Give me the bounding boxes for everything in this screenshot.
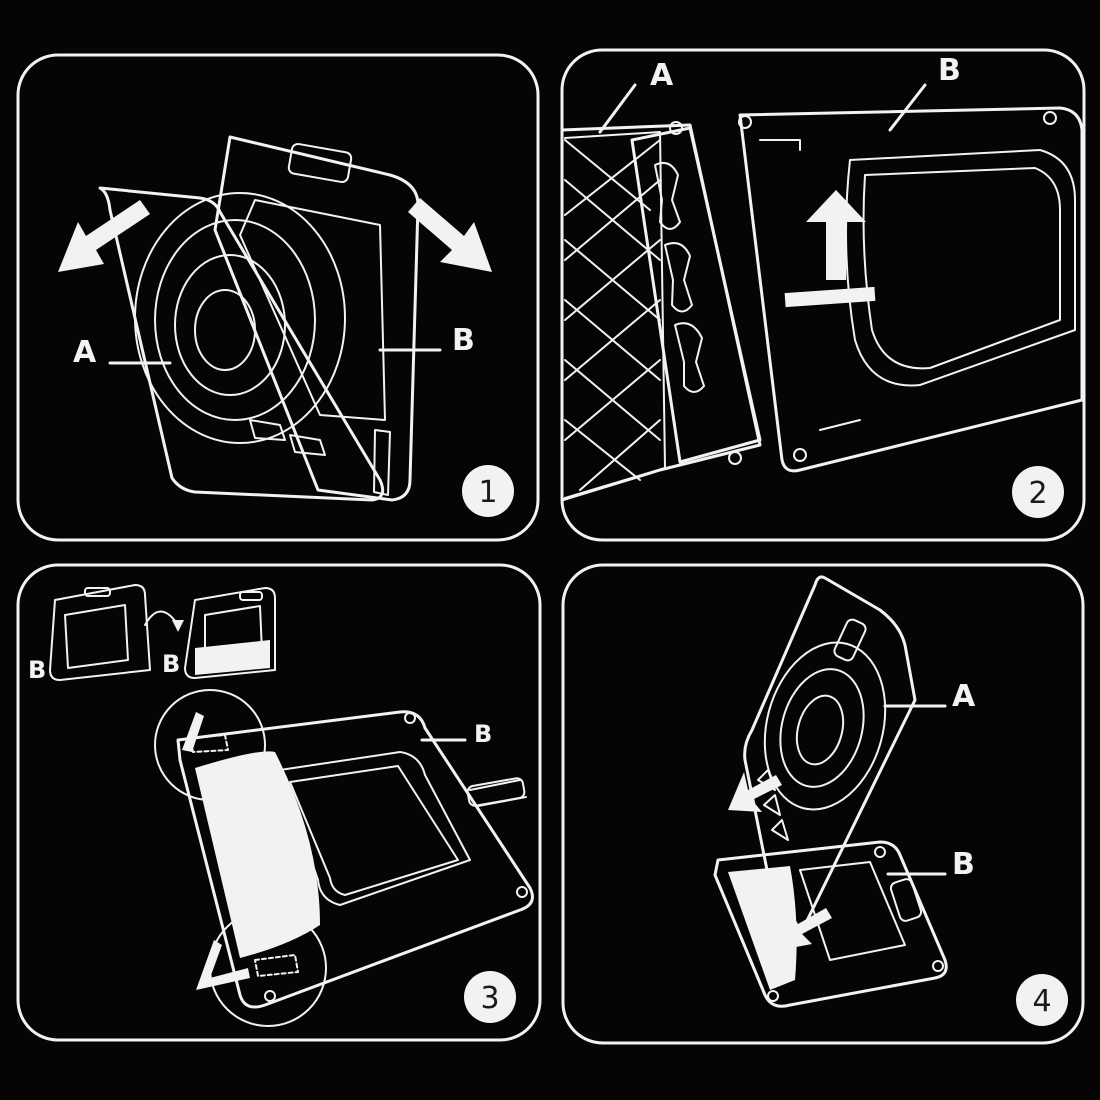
panel-2: A B 2 [560,48,1086,542]
panel-3-clip-bottom [254,954,299,977]
panel-3-small-label-b2: B [162,650,180,678]
panel-4-step-number: 4 [1032,984,1051,1019]
panel-4: A B 4 [561,563,1085,1045]
panel-1-arrow-left [58,200,150,272]
panel-4-step-circle [1016,974,1068,1026]
panel-3-inset-board-2 [184,587,276,679]
panel-2-step-number: 2 [1028,476,1047,511]
panel-1-step-circle [462,465,514,517]
panel-2-label-a: A [650,58,674,93]
panel-3-frame [16,563,542,1042]
panel-3: B B B 3 [16,563,542,1042]
panel-3-label-b: B [474,720,492,748]
panel-1-step-number: 1 [478,475,497,510]
panel-4-arrow-top [728,772,782,812]
panel-1-label-a: A [73,335,97,370]
panel-4-label-b: B [952,847,975,882]
panel-4-label-a: A [952,679,976,714]
panel-3-flip-arrow [144,610,179,626]
panel-4-frame [561,563,1085,1045]
panel-1-board-b [213,135,420,502]
panel-1-label-b: B [452,323,475,358]
panel-2-step-circle [1012,466,1064,518]
panel-3-arrow-top [182,712,204,752]
panel-2-board-b [738,106,1084,473]
panel-3-zoom-circle-top [154,689,266,801]
panel-2-slide-bar [784,286,876,308]
panel-3-main-board [176,710,534,1009]
panel-2-leader-a [598,83,637,134]
panel-2-arrow-up [806,190,866,280]
panel-2-frame [560,48,1086,542]
panel-4-board-a [743,575,917,943]
panel-3-flip-arrowhead [172,620,184,632]
panel-3-inset-board-1 [49,584,151,681]
panel-4-arrow-bottom [780,908,832,950]
panel-1-board-a [98,186,385,502]
panel-2-label-b: B [938,53,961,88]
panel-1: A B 1 [16,53,540,542]
panel-1-arrow-right [408,198,492,272]
panel-3-arrow-bottom [196,940,250,990]
panel-4-board-b [713,840,948,1008]
panel-3-step-circle [464,971,516,1023]
panel-3-step-number: 3 [480,981,499,1016]
panel-2-board-a [560,121,762,502]
panel-2-leader-b [888,83,927,132]
panel-1-frame [16,53,540,542]
panel-3-small-label-b1: B [28,656,46,684]
